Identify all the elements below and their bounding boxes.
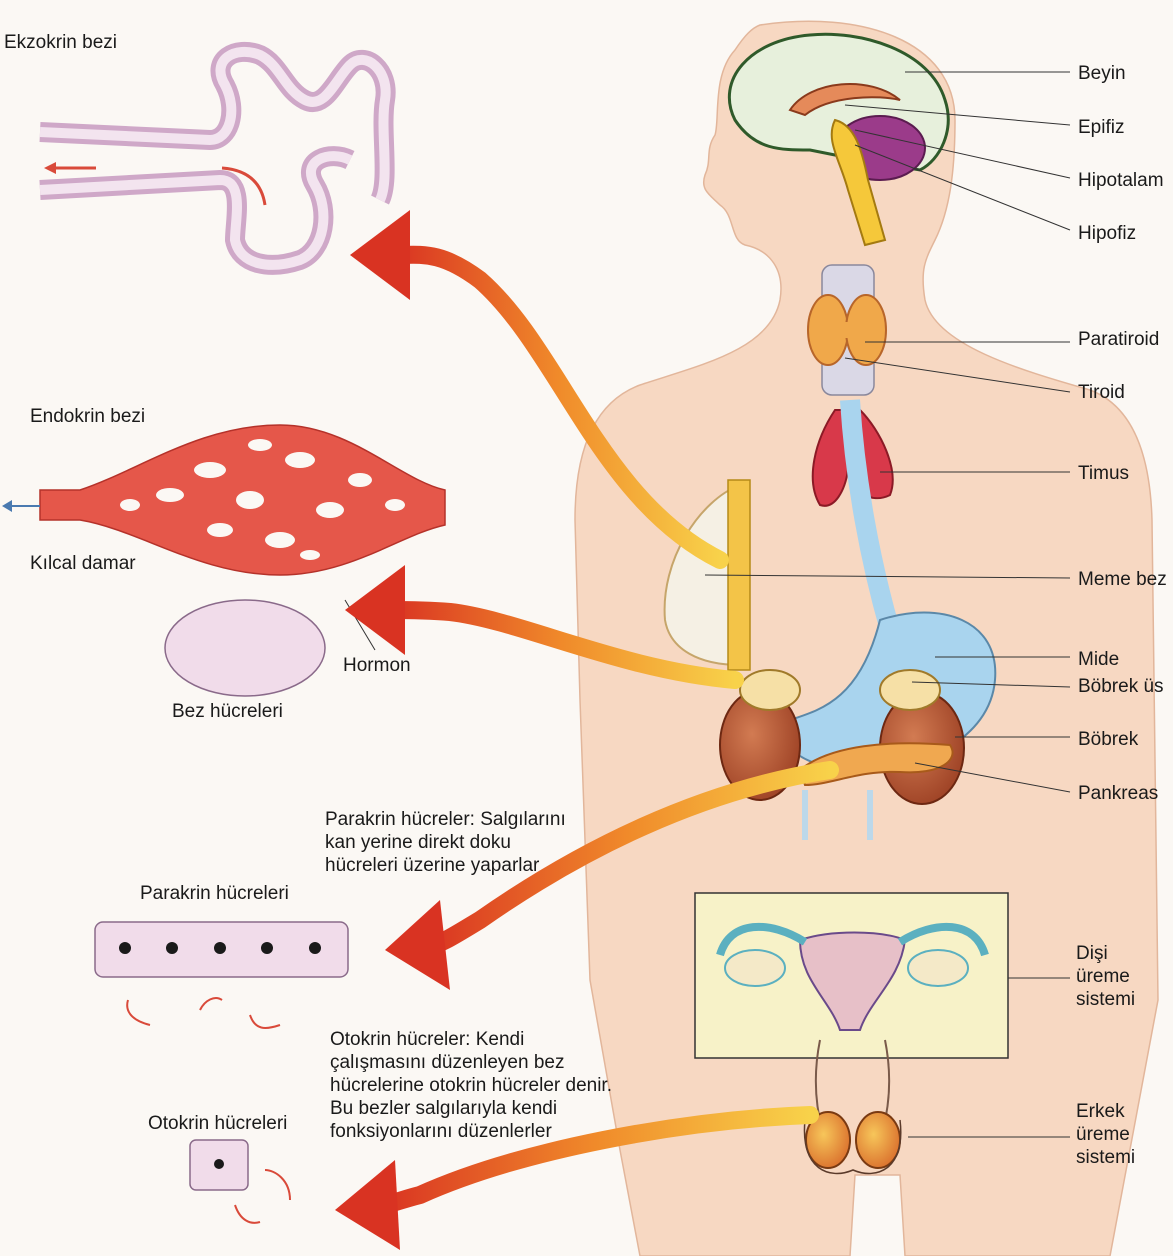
label-gland-cells: Bez hücreleri xyxy=(172,701,283,722)
ovary-right xyxy=(907,949,969,987)
label-mammary: Meme bez xyxy=(1078,569,1167,590)
paracrine-description: Parakrin hücreler: Salgılarını kan yerin… xyxy=(325,809,566,876)
arrow-to-endocrine xyxy=(381,601,744,689)
leader-lines xyxy=(704,71,1071,1138)
label-autocrine-cells: Otokrin hücreleri xyxy=(148,1113,288,1134)
arrow-to-exocrine-head xyxy=(350,210,410,300)
label-pineal: Epifiz xyxy=(1078,117,1125,138)
label-female-reproductive: Dişi üreme sistemi xyxy=(1076,943,1136,1010)
label-kidney: Böbrek xyxy=(1078,729,1139,750)
secretion-arrow-curved xyxy=(221,166,267,206)
label-endocrine-gland: Endokrin bezi xyxy=(30,406,146,427)
label-thyroid: Tiroid xyxy=(1078,382,1125,403)
brain-illustration xyxy=(728,32,950,247)
paracrine-cells-illustration xyxy=(94,921,349,1029)
autocrine-nucleus xyxy=(214,1159,224,1169)
label-paracrine-cells: Parakrin hücreleri xyxy=(140,883,289,904)
arrow-to-paracrine xyxy=(416,761,839,957)
blood-flow-arrow-head xyxy=(2,500,12,512)
uterus xyxy=(798,931,907,1031)
gland-cell-cluster xyxy=(164,599,326,697)
female-reproductive-inset xyxy=(694,892,1009,1059)
ovary-left xyxy=(724,949,786,987)
scrotum-outline xyxy=(803,1119,902,1175)
testis-left xyxy=(805,1111,851,1169)
label-thymus: Timus xyxy=(1078,463,1130,484)
arrow-to-autocrine-head xyxy=(335,1160,400,1250)
label-male-reproductive: Erkek üreme sistemi xyxy=(1076,1101,1136,1168)
exocrine-lumen-top xyxy=(39,46,391,203)
label-stomach: Mide xyxy=(1078,649,1120,670)
label-hypothalamus: Hipotalam xyxy=(1078,170,1164,191)
thyroid-illustration xyxy=(807,264,887,396)
secretion-arrow-out-head xyxy=(44,162,56,174)
capillary-holes xyxy=(120,439,405,560)
corpus-callosum xyxy=(788,83,901,117)
kidney-illustration xyxy=(719,669,965,840)
label-brain: Beyin xyxy=(1078,63,1126,84)
brainstem xyxy=(830,118,887,247)
exocrine-gland-illustration xyxy=(39,41,396,275)
label-parathyroid: Paratiroid xyxy=(1078,329,1160,350)
label-hormone: Hormon xyxy=(343,655,411,676)
paracrine-arrows xyxy=(126,997,281,1029)
arrow-to-autocrine xyxy=(371,1106,819,1214)
paracrine-nuclei xyxy=(119,942,321,954)
label-pancreas: Pankreas xyxy=(1078,783,1159,804)
endocrine-gland-illustration xyxy=(2,424,446,697)
label-pituitary: Hipofiz xyxy=(1078,223,1137,244)
thyroid-isthmus xyxy=(830,322,866,338)
esophagus xyxy=(840,399,900,633)
male-reproductive-illustration xyxy=(803,1039,902,1175)
exocrine-lumen-bottom xyxy=(39,151,353,270)
signal-arrows xyxy=(335,210,839,1250)
right-adrenal xyxy=(879,669,941,711)
autocrine-description: Otokrin hücreler: Kendi çalışmasını düze… xyxy=(330,1029,612,1142)
arrow-to-paracrine-head xyxy=(385,900,450,990)
autocrine-cell-illustration xyxy=(189,1139,291,1224)
autocrine-arrow xyxy=(234,1169,291,1224)
label-capillary: Kılcal damar xyxy=(30,553,136,574)
arrow-to-exocrine xyxy=(386,245,729,569)
label-adrenal: Böbrek üs xyxy=(1078,676,1164,697)
breast-tissue xyxy=(663,483,741,667)
left-adrenal xyxy=(739,669,801,711)
arrow-to-endocrine-head xyxy=(345,565,405,655)
pancreas xyxy=(798,742,954,787)
exocrine-duct-bottom xyxy=(39,146,355,275)
fallopian-right xyxy=(897,922,989,957)
testis-right xyxy=(855,1111,901,1169)
fallopian-left xyxy=(716,922,808,957)
label-exocrine-gland: Ekzokrin bezi xyxy=(4,32,117,53)
